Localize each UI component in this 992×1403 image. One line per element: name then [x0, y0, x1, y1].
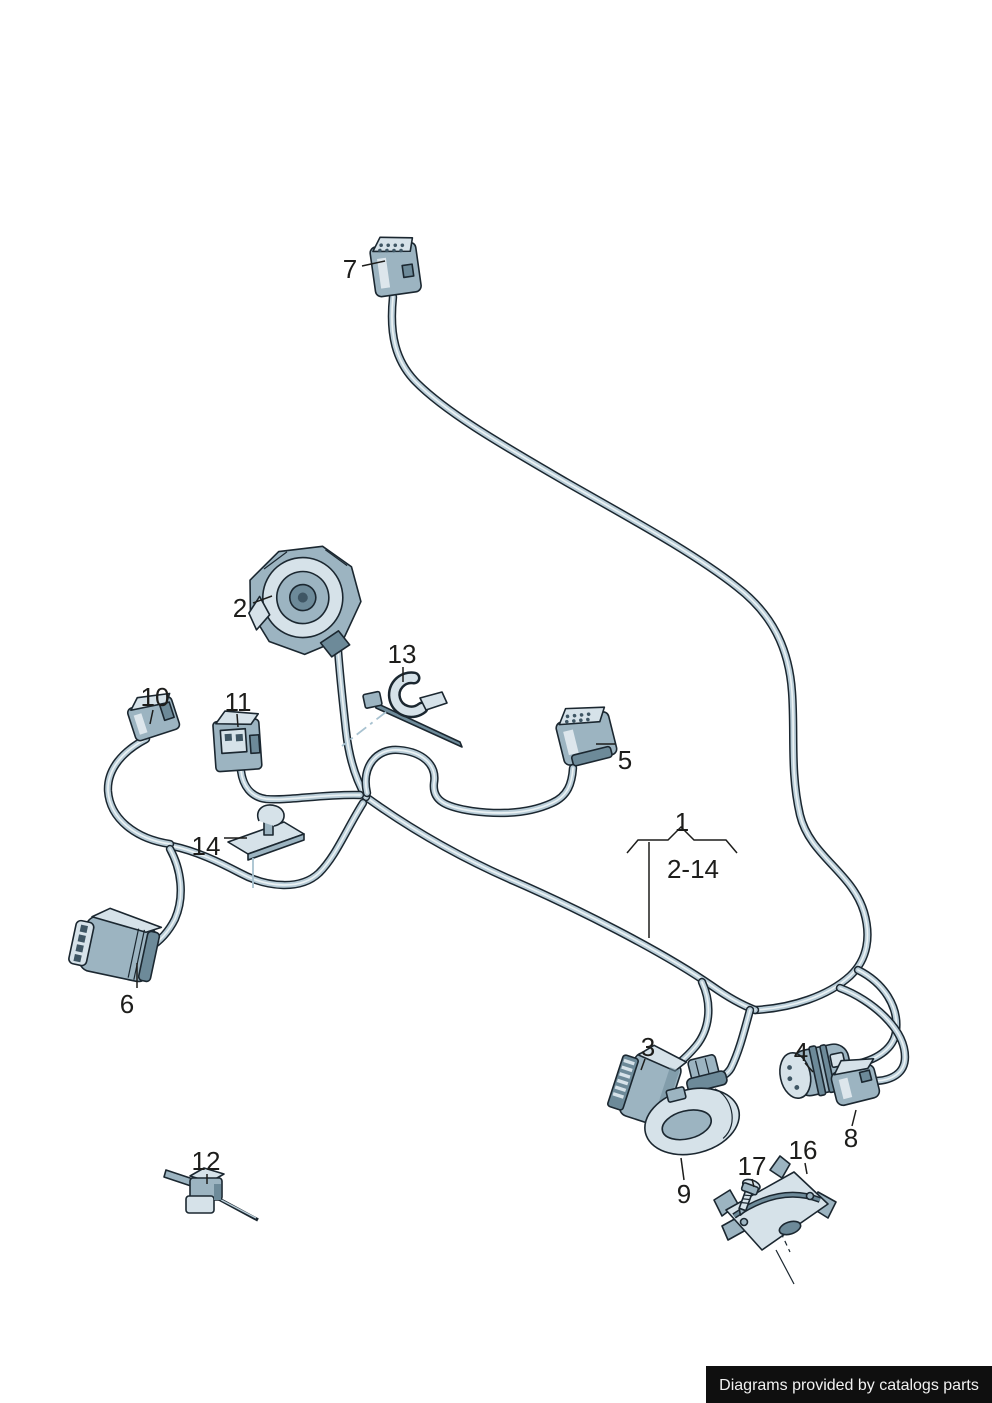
leader-4	[804, 1062, 814, 1073]
callout-12[interactable]: 12	[192, 1146, 221, 1176]
callout-6[interactable]: 6	[120, 989, 134, 1019]
part-14-harness-clip	[227, 804, 305, 861]
leader-10	[149, 709, 154, 725]
cable-branch-10	[108, 739, 170, 844]
callout-10[interactable]: 10	[141, 682, 170, 712]
connector-8	[830, 1057, 881, 1107]
connector-5	[555, 706, 618, 767]
cable-branch-11	[241, 771, 360, 799]
connector-6	[68, 907, 163, 983]
part-12-bracket-clip	[163, 1167, 259, 1222]
callout-17[interactable]: 17	[738, 1151, 767, 1181]
connector-9	[644, 1054, 741, 1156]
connector-7	[369, 236, 422, 298]
leader-7	[361, 260, 386, 267]
callout-16[interactable]: 16	[789, 1135, 818, 1165]
leader-9	[680, 1157, 685, 1181]
leader-2	[252, 595, 273, 604]
callout-5[interactable]: 5	[618, 745, 632, 775]
callout-13[interactable]: 13	[388, 639, 417, 669]
part-16-mounting-bracket	[713, 1155, 837, 1285]
footer-background	[706, 1366, 992, 1403]
callout-7[interactable]: 7	[343, 254, 357, 284]
leader-8	[851, 1109, 857, 1127]
cable-trunk	[366, 797, 755, 1010]
callout-range-2-14[interactable]: 2-14	[667, 854, 719, 884]
connector-4	[779, 1043, 853, 1100]
leader-3	[640, 1058, 646, 1071]
connector-10	[126, 692, 181, 742]
cable-branch-5	[366, 750, 573, 813]
leader-11	[236, 713, 239, 728]
callout-3[interactable]: 3	[641, 1032, 655, 1062]
cable-branch-3	[679, 982, 708, 1063]
cable-main-from-7	[392, 297, 868, 1010]
part-17-screw	[738, 1178, 761, 1216]
callout-14[interactable]: 14	[192, 831, 221, 861]
leader-lines	[136, 260, 857, 1188]
group-bracket	[626, 825, 738, 854]
part-13-cable-tie-clip	[362, 671, 463, 748]
callout-11[interactable]: 11	[225, 687, 252, 717]
leader-16	[804, 1162, 808, 1175]
footer-bar: Diagrams provided by catalogs parts	[706, 1366, 992, 1403]
footer-attribution: Diagrams provided by catalogs parts	[719, 1377, 979, 1394]
cable-branch-2	[338, 650, 366, 797]
callout-9[interactable]: 9	[677, 1179, 691, 1209]
callout-8[interactable]: 8	[844, 1123, 858, 1153]
leader-13-pointer	[341, 711, 387, 747]
leader-17	[751, 1178, 755, 1188]
callout-labels: 7 2 13 10 11 5 14 1 2-14 6 3 9 4 8 16 17…	[120, 254, 858, 1209]
callout-1[interactable]: 1	[675, 807, 689, 837]
connector-2	[248, 545, 362, 658]
callout-4[interactable]: 4	[794, 1037, 808, 1067]
callout-2[interactable]: 2	[233, 593, 247, 623]
